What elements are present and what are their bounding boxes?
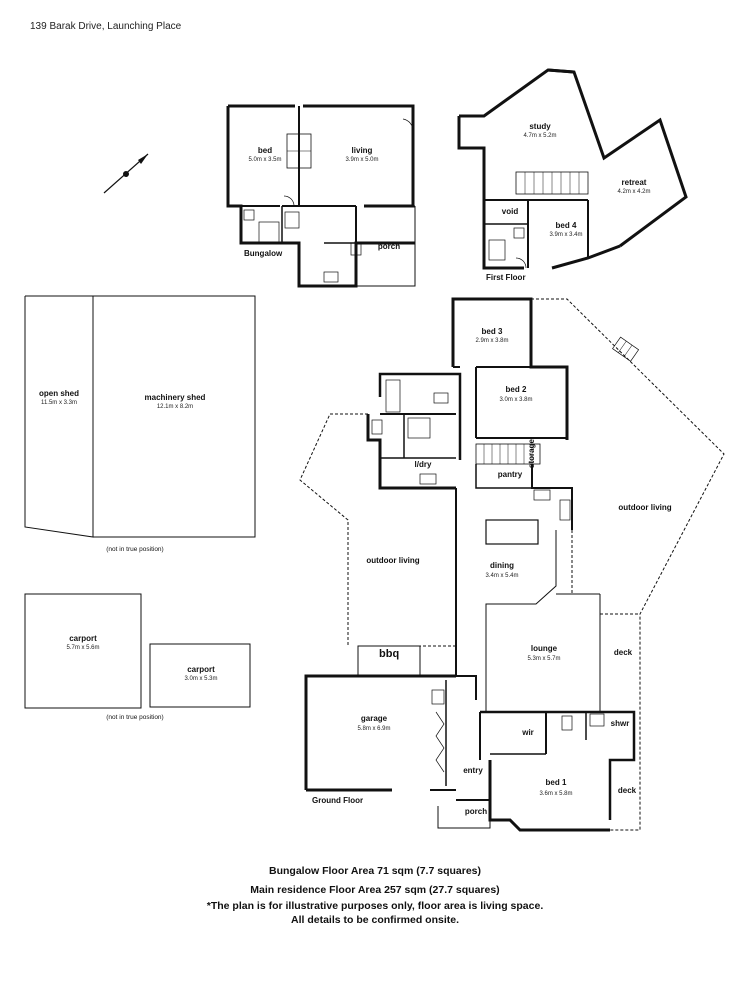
main-residence-area-text: Main residence Floor Area 257 sqm (27.7 …	[250, 884, 500, 896]
bungalow-living-label: living	[351, 146, 373, 155]
disclaimer-text: *The plan is for illustrative purposes o…	[206, 900, 544, 912]
bed3-dim: 2.9m x 3.8m	[475, 338, 509, 344]
address-title: 139 Barak Drive, Launching Place	[30, 21, 182, 32]
deck2-label: deck	[617, 786, 637, 795]
bungalow-area-text: Bungalow Floor Area 71 sqm (7.7 squares)	[269, 865, 481, 877]
laundry-label: l/dry	[414, 460, 432, 469]
bungalow-porch-label: porch	[377, 242, 401, 251]
storage-label: storage	[527, 439, 536, 468]
bungalow-bed-label: bed	[257, 146, 273, 155]
outdoor-living-right-label: outdoor living	[618, 503, 672, 512]
bed4-dim: 3.9m x 3.4m	[549, 232, 583, 238]
bed4-label: bed 4	[555, 221, 577, 230]
bungalow-walls	[226, 104, 416, 288]
bungalow-title: Bungalow	[244, 249, 283, 258]
study-label: study	[529, 122, 551, 131]
void-label: void	[501, 207, 519, 216]
ground-floor-walls	[299, 297, 725, 832]
compass-arrow-icon	[103, 153, 149, 194]
bed1-label: bed 1	[545, 778, 567, 787]
bed1-dim: 3.6m x 5.8m	[539, 791, 573, 797]
wir-label: wir	[522, 728, 534, 737]
deck1-label: deck	[613, 648, 633, 657]
porch-label: porch	[464, 807, 488, 816]
sheds-position-note: (not in true position)	[106, 546, 164, 553]
bed2-dim: 3.0m x 3.8m	[499, 397, 533, 403]
pantry-label: pantry	[497, 470, 523, 479]
lounge-label: lounge	[530, 644, 558, 653]
carports-position-note: (not in true position)	[106, 714, 164, 721]
bed3-label: bed 3	[481, 327, 503, 336]
outdoor-living-left-label: outdoor living	[366, 556, 420, 565]
retreat-label: retreat	[621, 178, 647, 187]
bungalow-bed-dim: 5.0m x 3.5m	[248, 157, 282, 163]
carports-outline	[24, 593, 251, 709]
confirm-onsite-text: All details to be confirmed onsite.	[290, 914, 460, 926]
entry-label: entry	[463, 766, 483, 775]
garage-dim: 5.8m x 6.9m	[357, 726, 391, 732]
first-floor-title: First Floor	[486, 273, 526, 282]
machinery-shed-label: machinery shed	[144, 393, 206, 402]
bbq-label: bbq	[379, 648, 400, 660]
open-shed-dim: 11.5m x 3.3m	[41, 400, 77, 406]
machinery-shed-dim: 12.1m x 8.2m	[156, 404, 194, 410]
carport1-label: carport	[69, 634, 97, 643]
ground-floor-title: Ground Floor	[312, 796, 364, 805]
open-shed-label: open shed	[38, 389, 79, 398]
shower-label: shwr	[610, 719, 630, 728]
first-floor-walls	[457, 68, 688, 270]
bed2-label: bed 2	[505, 385, 527, 394]
sheds-outline	[24, 295, 256, 538]
dining-dim: 3.4m x 5.4m	[485, 573, 519, 579]
bungalow-living-dim: 3.9m x 5.0m	[345, 157, 379, 163]
retreat-dim: 4.2m x 4.2m	[617, 189, 651, 195]
lounge-dim: 5.3m x 5.7m	[527, 656, 561, 662]
carport2-label: carport	[187, 665, 215, 674]
garage-label: garage	[360, 714, 388, 723]
dining-label: dining	[490, 561, 514, 570]
carport1-dim: 5.7m x 5.6m	[66, 645, 100, 651]
study-dim: 4.7m x 5.2m	[523, 133, 557, 139]
carport2-dim: 3.0m x 5.3m	[184, 676, 218, 682]
